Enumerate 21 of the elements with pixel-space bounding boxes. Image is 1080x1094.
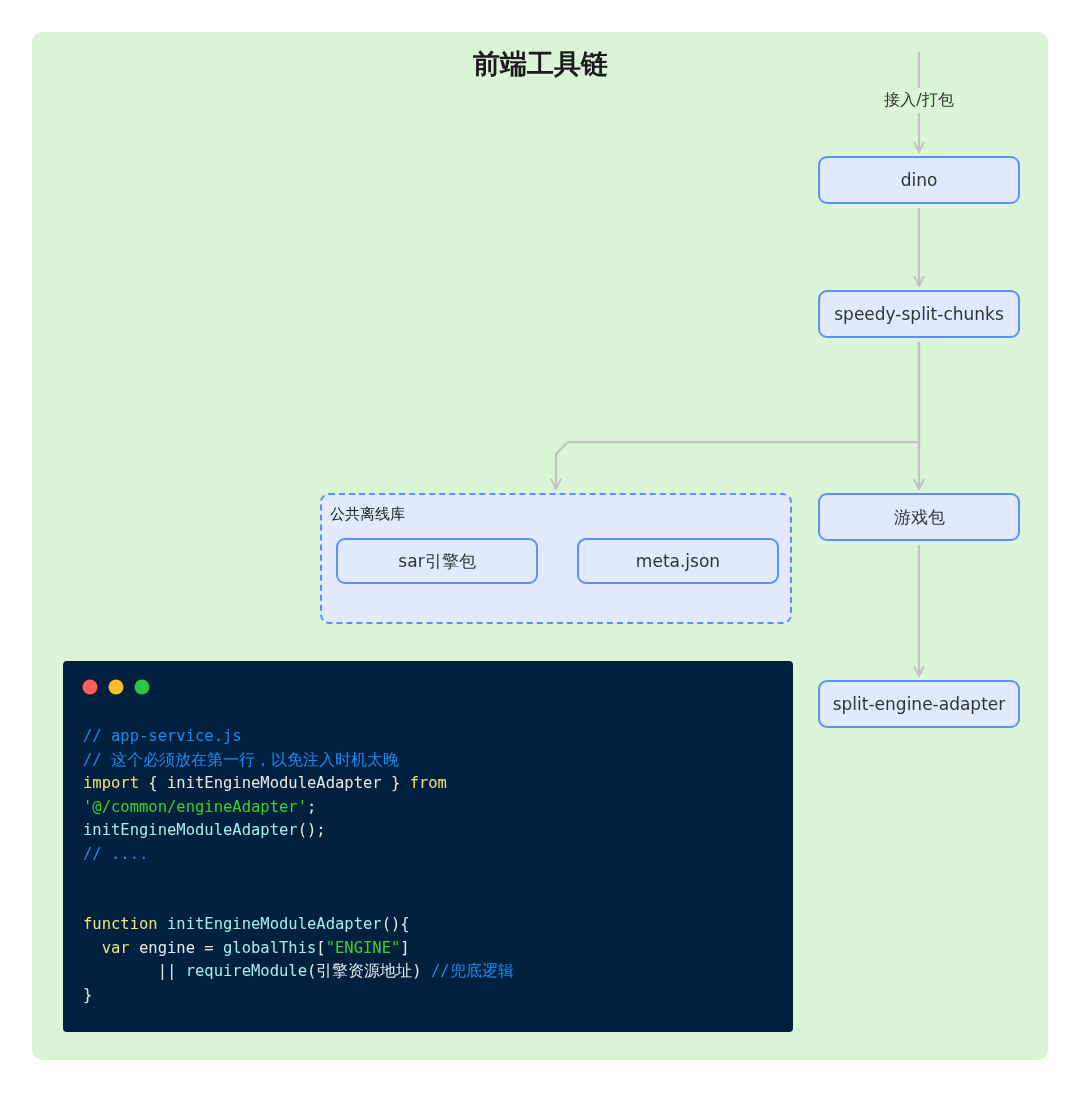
process-box: split-engine-adapter xyxy=(818,680,1020,728)
code-line: || requireModule(引擎资源地址) //兜底逻辑 xyxy=(156,961,514,982)
group-title: 公共离线库 xyxy=(330,505,405,524)
group-container xyxy=(320,493,792,624)
code-line: // 这个必须放在第一行，以免注入时机太晚 xyxy=(83,749,399,771)
process-box: sar引擎包 xyxy=(336,538,538,584)
code-line: // .... xyxy=(83,843,149,865)
process-box: speedy-split-chunks xyxy=(818,290,1020,338)
code-line: // app-service.js xyxy=(83,726,242,747)
code-line: } xyxy=(83,984,93,1006)
code-line: '@/common/engineAdapter'; xyxy=(83,796,317,818)
panel-title: 前端工具链 xyxy=(471,47,609,81)
process-box: 游戏包 xyxy=(818,493,1020,541)
code-line: initEngineModuleAdapter(); xyxy=(83,820,326,841)
code-line: var engine = globalThis["ENGINE"] xyxy=(100,937,410,959)
panel-background xyxy=(32,32,1048,1060)
process-box: meta.json xyxy=(577,538,779,584)
code-window xyxy=(63,661,793,1032)
code-line: function initEngineModuleAdapter(){ xyxy=(83,914,410,935)
code-line: import { initEngineModuleAdapter } from xyxy=(83,773,447,794)
process-box: dino xyxy=(818,156,1020,204)
